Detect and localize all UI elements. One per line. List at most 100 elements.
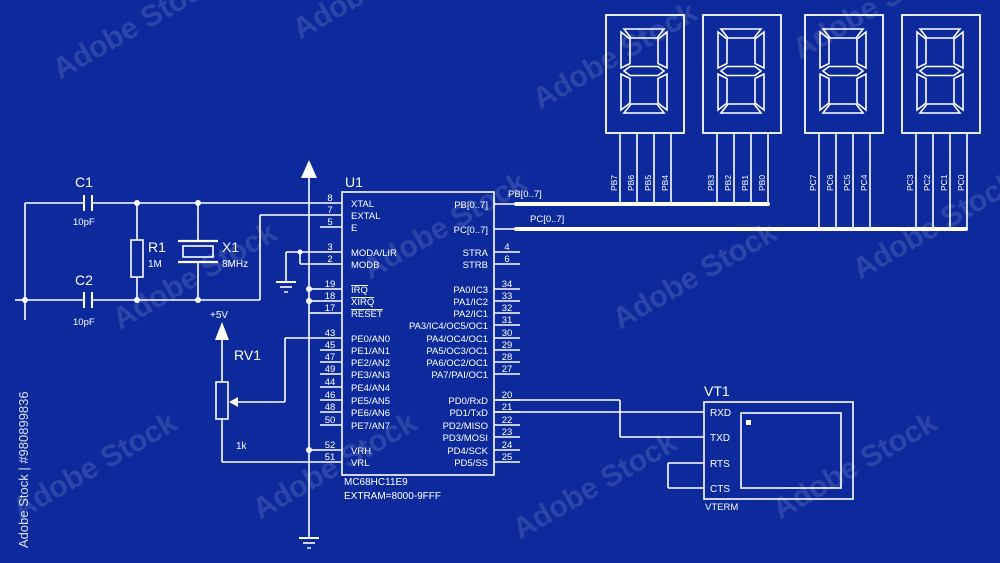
vt1-body xyxy=(703,401,854,500)
u1-left-pin-number: 17 xyxy=(325,303,336,314)
u1-left-pin-number: 2 xyxy=(327,254,332,265)
u1-right-pin-number: 23 xyxy=(502,427,513,438)
u1-left-pin-name: PE6/AN6 xyxy=(351,408,390,419)
c2-label: C2 xyxy=(75,272,93,288)
display-segment xyxy=(953,72,964,112)
vt1-pin-rxd: RXD xyxy=(710,408,731,419)
r1-label: R1 xyxy=(148,239,166,255)
u1-right-pin-name: PC[0..7] xyxy=(454,225,488,236)
display-segment xyxy=(622,65,666,77)
u1-left-pin-number: 18 xyxy=(325,291,336,302)
u1-right-pin-name: STRB xyxy=(463,260,488,271)
display-segment xyxy=(819,72,830,112)
rv1-potentiometer xyxy=(215,381,229,420)
u1-left-pin-number: 7 xyxy=(327,205,332,216)
supply-label: +5V xyxy=(210,310,228,321)
u1-right-pin-name: PA2/IC1 xyxy=(453,309,488,320)
supply-arrow-icon xyxy=(301,160,317,178)
u1-right-pin-name: PD5/SS xyxy=(454,458,488,469)
watermark-text: Adobe Stock xyxy=(357,166,533,286)
vt1-designator: VT1 xyxy=(704,383,730,399)
display-pin-label: PB4 xyxy=(660,175,670,191)
u1-right-pin-number: 33 xyxy=(502,291,513,302)
u1-part-number: MC68HC11E9 xyxy=(344,477,408,488)
oscillator-section: C1 10pF C2 10pF R1 1M X1 8MHz xyxy=(15,174,320,328)
display-segment xyxy=(657,30,668,70)
u1-left-pin-name: XIRQ xyxy=(351,297,374,308)
display-segment xyxy=(754,72,765,112)
pb-bus-label: PB[0..7] xyxy=(508,189,542,200)
u1-left-pin-number: 47 xyxy=(325,352,336,363)
u1-right-pin-number: 24 xyxy=(502,440,513,451)
display-pin-label: PB6 xyxy=(626,175,636,191)
display-segment xyxy=(916,72,927,112)
display-segment xyxy=(916,30,927,70)
u1-designator: U1 xyxy=(345,174,363,190)
vt1-pin-txd: TXD xyxy=(710,433,730,444)
u1-left-pin-name: EXTAL xyxy=(351,211,380,222)
display-pin-label: PC6 xyxy=(825,174,835,191)
display-body xyxy=(702,14,782,134)
x1-value: 8MHz xyxy=(222,259,248,270)
u1-left-pin-name: PE7/AN7 xyxy=(351,421,390,432)
u1-right-pin-number: 6 xyxy=(504,254,509,265)
u1-right-pin-name: PA1/IC2 xyxy=(453,297,488,308)
display-segment xyxy=(819,30,830,70)
u1-right-pin-number: 27 xyxy=(502,364,513,375)
u1-left-pin-number: 48 xyxy=(325,402,336,413)
display-segment xyxy=(620,72,631,112)
watermark-text: Adobe Stock xyxy=(787,0,963,66)
u1-right-pin-number: 34 xyxy=(502,279,513,290)
x1-crystal xyxy=(182,245,214,258)
display-segment xyxy=(657,72,668,112)
u1-right-pin-name: PD1/TxD xyxy=(449,408,488,419)
u1-right-pin-name: PA4/OC4/OC1 xyxy=(426,334,488,345)
watermark-text: Adobe Stock xyxy=(287,0,463,46)
display-pin-label: PC2 xyxy=(922,174,932,191)
display-segment xyxy=(821,65,865,77)
display-body xyxy=(901,14,981,134)
vt1-cursor-icon xyxy=(746,420,751,425)
u1-left-pin-number: 50 xyxy=(325,415,336,426)
display-segment xyxy=(717,72,728,112)
power-section: +5V RV1 1k xyxy=(210,160,320,549)
u1-left-pin-number: 5 xyxy=(327,217,332,228)
c1-value: 10pF xyxy=(73,217,95,228)
u1-left-pin-name: VRL xyxy=(351,458,369,469)
u1-left-pin-number: 19 xyxy=(325,279,336,290)
u1-right-pin-name: PD4/SCK xyxy=(447,446,488,457)
pc-bus-label: PC[0..7] xyxy=(530,214,564,225)
r1-resistor xyxy=(130,239,144,278)
display-segment xyxy=(719,28,763,39)
display-segment xyxy=(918,65,962,77)
display-pin-label: PB5 xyxy=(643,175,653,191)
display-segment xyxy=(918,103,962,114)
u1-right-pins: PB[0..7]PC[0..7]4STRA6STRB34PA0/IC333PA1… xyxy=(409,200,520,469)
u1-left-pin-name: PE1/AN1 xyxy=(351,346,390,357)
u1-microcontroller: U1 MC68HC11E9 EXTRAM=8000-9FFF 8XTAL7EXT… xyxy=(320,174,520,502)
vt1-terminal: VT1 VTERM RXD TXD RTS CTS xyxy=(494,383,854,513)
bus-section: PB[0..7] PC[0..7] xyxy=(494,189,968,231)
display-segment xyxy=(620,30,631,70)
rv1-value: 1k xyxy=(236,441,248,452)
u1-right-pin-name: PD3/MOSI xyxy=(443,433,488,444)
display-segment xyxy=(719,65,763,77)
display-body xyxy=(804,14,884,134)
u1-left-pin-name: E xyxy=(351,223,357,234)
u1-right-pin-name: PD2/MISO xyxy=(443,421,488,432)
u1-left-pin-number: 44 xyxy=(325,377,336,388)
u1-right-pin-number: 32 xyxy=(502,303,513,314)
display-segment xyxy=(821,103,865,114)
u1-right-pin-name: PA6/OC2/OC1 xyxy=(426,358,488,369)
watermark-text: Adobe Stock xyxy=(767,406,943,526)
vt1-type: VTERM xyxy=(705,502,738,513)
display-pin-label: PC1 xyxy=(939,174,949,191)
c2-value: 10pF xyxy=(73,317,95,328)
vt1-pin-rts: RTS xyxy=(710,459,730,470)
u1-left-pins: 8XTAL7EXTAL5E3MODA/LIR2MODB19IRQ18XIRQ17… xyxy=(320,193,397,469)
